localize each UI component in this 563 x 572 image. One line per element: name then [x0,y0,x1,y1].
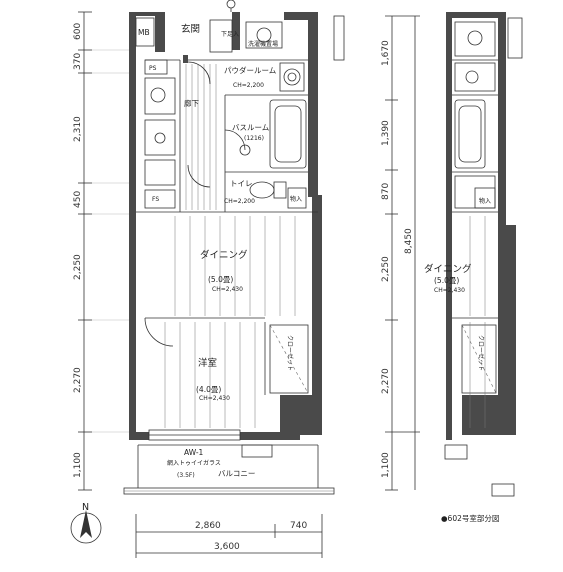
fs-label: FS [152,196,159,203]
dim-2270: 2,270 [73,367,83,393]
dim-r-2250: 2,250 [381,256,391,282]
corridor-label: 廊下 [184,98,199,108]
compass: N [70,502,102,544]
unit-walls [129,12,322,440]
dim-3600: 3,600 [214,542,240,552]
western-label: 洋室 [198,357,217,369]
fixtures [144,19,309,458]
dim-r-1390: 1,390 [381,120,391,146]
left-dimension-column: 600 370 2,310 450 2,250 2,270 1,100 [73,11,130,491]
middle-dimension-column: 1,670 1,390 870 2,250 2,270 1,100 8,450 [381,15,420,491]
dim-1100: 1,100 [73,452,83,478]
r-dining-size: (5.0畳) [434,276,459,285]
dim-2860: 2,860 [195,521,221,531]
washer-label: 洗濯機置場 [248,40,278,48]
r-storage-label: 物入 [479,197,491,205]
bath-label: バスルーム [232,123,269,132]
dim-740: 740 [290,521,307,531]
dim-r-2270: 2,270 [381,368,391,394]
entrance-label: 玄関 [181,23,200,35]
dining-size: (5.0畳) [208,275,233,284]
dining-ch: CH=2,430 [212,286,243,293]
closet-label: クローゼット [286,335,294,371]
unit-602-partial-plan: ダイニング (5.0畳) CH=2,430 物入 クローゼット [333,12,523,497]
dim-450: 450 [73,191,83,208]
top-markers [226,0,236,12]
toilet-ch: CH=2,200 [224,198,255,205]
dim-2310: 2,310 [73,116,83,142]
r-closet-label: クローゼット [477,335,485,371]
toilet-label: トイレ [230,179,253,188]
r-dining-ch: CH=2,430 [434,287,465,294]
balcony [123,444,335,495]
storage-label: 物入 [290,195,302,203]
dining-label: ダイニング [200,249,248,261]
caption: ●602号室部分図 [441,513,499,523]
flooring-hatch [164,64,296,428]
bottom-dimensions: 2,860 740 3,600 [135,514,323,558]
dim-r-1100: 1,100 [381,452,391,478]
mb-label: MB [138,28,150,37]
dim-total-8450: 8,450 [404,228,414,254]
powder-ch: CH=2,200 [233,82,264,89]
western-size: (4.0畳) [196,385,221,394]
ps-label: PS [149,65,157,72]
dim-370: 370 [73,53,83,70]
balcony-label: バルコニー [218,469,255,478]
shoe-label: 下足入 [221,31,239,38]
bath-size: (1216) [244,135,264,142]
aw-note: 網入トゥイイガラス [167,459,221,467]
powder-label: パウダールーム [224,65,276,75]
western-ch: CH=2,430 [199,395,230,402]
dim-r-1670: 1,670 [381,40,391,66]
dim-600: 600 [73,23,83,40]
r-dining-label: ダイニング [424,263,472,275]
aw-label: AW-1 [184,448,204,457]
room-labels: MB 玄関 下足入 洗濯機置場 パウダールーム CH=2,200 廊下 バスルー… [138,23,302,479]
dim-r-870: 870 [381,183,391,200]
aw-note2: (3.5F) [177,472,195,479]
compass-label: N [82,502,89,513]
dim-2250: 2,250 [73,254,83,280]
